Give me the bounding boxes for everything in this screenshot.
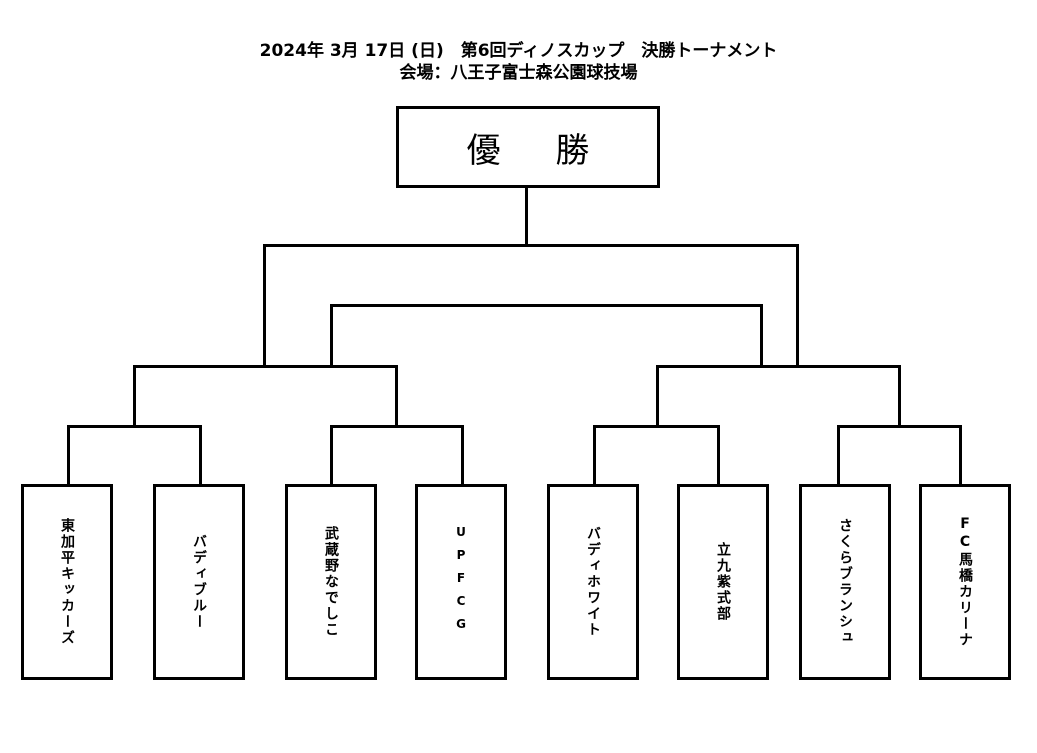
bracket-line xyxy=(837,425,840,486)
bracket-line xyxy=(898,365,901,427)
bracket-line xyxy=(837,425,962,428)
bracket-line xyxy=(959,425,962,486)
bracket-line xyxy=(199,425,202,486)
team-name: FC馬橋カリーナ xyxy=(957,516,973,648)
bracket-line xyxy=(461,425,464,486)
bracket-line xyxy=(263,244,799,247)
venue-label: 会場：八王子富士森公園球技場 xyxy=(399,63,638,83)
tournament-title: 2024年 3月 17日 (日) 第6回ディノスカップ 決勝トーナメント xyxy=(259,41,778,61)
bracket-line xyxy=(760,304,763,367)
bracket-line xyxy=(593,425,720,428)
bracket-line xyxy=(263,244,266,367)
bracket-line xyxy=(133,365,398,368)
bracket-line xyxy=(593,425,596,486)
team-box: 武蔵野なでしこ xyxy=(285,484,377,680)
bracket-line xyxy=(67,425,70,486)
bracket-line xyxy=(67,425,202,428)
team-name: バディブルー xyxy=(191,534,207,630)
bracket-line xyxy=(330,425,333,486)
bracket-line xyxy=(656,365,659,427)
team-box: バディブルー xyxy=(153,484,245,680)
bracket-line xyxy=(656,365,901,368)
team-box: さくらブランシュ xyxy=(799,484,891,680)
team-box: FC馬橋カリーナ xyxy=(919,484,1011,680)
team-box: 東加平キッカーズ xyxy=(21,484,113,680)
bracket-line xyxy=(133,365,136,427)
team-name: さくらブランシュ xyxy=(837,518,853,646)
bracket-line xyxy=(330,425,464,428)
team-name: 武蔵野なでしこ xyxy=(323,526,339,638)
bracket-line xyxy=(395,365,398,427)
bracket-line xyxy=(717,425,720,486)
team-name: 東加平キッカーズ xyxy=(59,518,75,646)
champion-box: 優 勝 xyxy=(396,106,660,188)
bracket-line xyxy=(330,304,763,307)
team-box: UPFCG xyxy=(415,484,507,680)
team-box: 立九紫式部 xyxy=(677,484,769,680)
bracket-line xyxy=(796,244,799,367)
team-box: バディホワイト xyxy=(547,484,639,680)
team-name: バディホワイト xyxy=(585,526,601,638)
bracket-line xyxy=(525,185,528,246)
champion-label: 優 勝 xyxy=(466,130,612,171)
team-name: UPFCG xyxy=(454,524,468,640)
team-name: 立九紫式部 xyxy=(715,542,731,622)
bracket-line xyxy=(330,304,333,367)
